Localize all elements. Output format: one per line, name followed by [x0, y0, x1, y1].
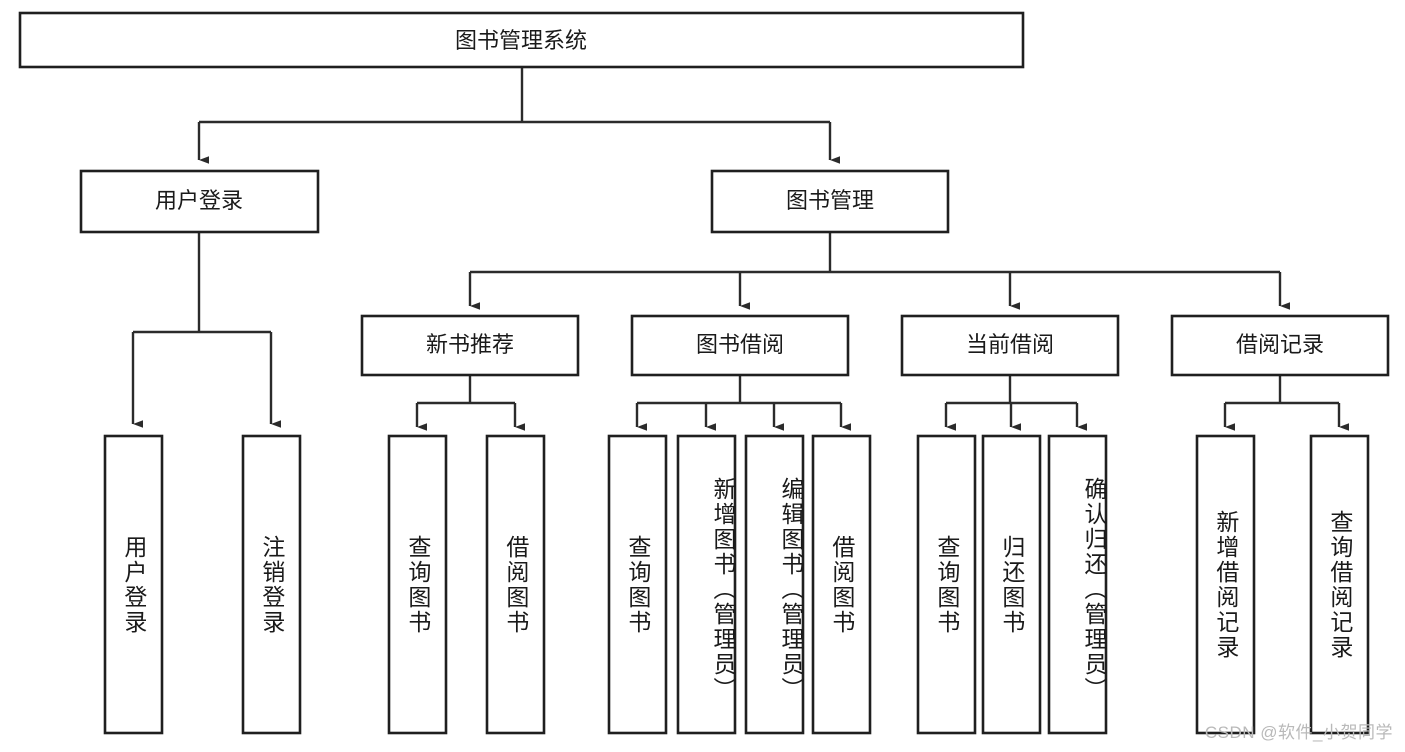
node-current-borrow-box[interactable]: [900, 314, 1120, 377]
leaf-box-add-book[interactable]: [676, 434, 737, 735]
connectors: [131, 67, 1349, 431]
leaf-box-query-book-2[interactable]: [607, 434, 668, 735]
leaf-box-borrow-book-1[interactable]: [485, 434, 546, 735]
leaf-box-query-book-1[interactable]: [387, 434, 448, 735]
node-new-book-rec-box[interactable]: [360, 314, 580, 377]
node-new-book-rec-label: 新书推荐: [426, 332, 514, 357]
node-user-login[interactable]: 用户登录: [79, 169, 320, 234]
node-book-borrow-box[interactable]: [630, 314, 850, 377]
leaf-box-confirm-return[interactable]: [1047, 434, 1108, 735]
node-book-manage[interactable]: 图书管理: [710, 169, 950, 234]
node-borrow-record-label: 借阅记录: [1236, 332, 1324, 357]
node-root-box[interactable]: [18, 11, 1025, 69]
node-borrow-record[interactable]: 借阅记录: [1170, 314, 1390, 377]
node-user-login-label: 用户登录: [155, 188, 243, 213]
node-current-borrow[interactable]: 当前借阅: [900, 314, 1120, 377]
leaf-box-user-login[interactable]: [103, 434, 164, 735]
leaf-box-edit-book[interactable]: [744, 434, 805, 735]
leaf-box-query-record[interactable]: [1309, 434, 1370, 735]
node-book-borrow-label: 图书借阅: [696, 332, 784, 357]
leaf-box-add-record[interactable]: [1195, 434, 1256, 735]
node-book-manage-label: 图书管理: [786, 188, 874, 213]
node-root-label: 图书管理系统: [455, 28, 587, 53]
node-borrow-record-box[interactable]: [1170, 314, 1390, 377]
leaf-boxes: [103, 434, 1370, 735]
leaf-box-logout-login[interactable]: [241, 434, 302, 735]
leaf-box-borrow-book-2[interactable]: [811, 434, 872, 735]
leaf-box-return-book[interactable]: [981, 434, 1042, 735]
node-book-borrow[interactable]: 图书借阅: [630, 314, 850, 377]
leaf-box-query-book-3[interactable]: [916, 434, 977, 735]
node-book-manage-box[interactable]: [710, 169, 950, 234]
csdn-watermark: CSDN @软件_小贺同学: [1204, 723, 1393, 742]
node-root[interactable]: 图书管理系统: [18, 11, 1025, 69]
node-new-book-rec[interactable]: 新书推荐: [360, 314, 580, 377]
node-current-borrow-label: 当前借阅: [966, 332, 1054, 357]
node-user-login-box[interactable]: [79, 169, 320, 234]
